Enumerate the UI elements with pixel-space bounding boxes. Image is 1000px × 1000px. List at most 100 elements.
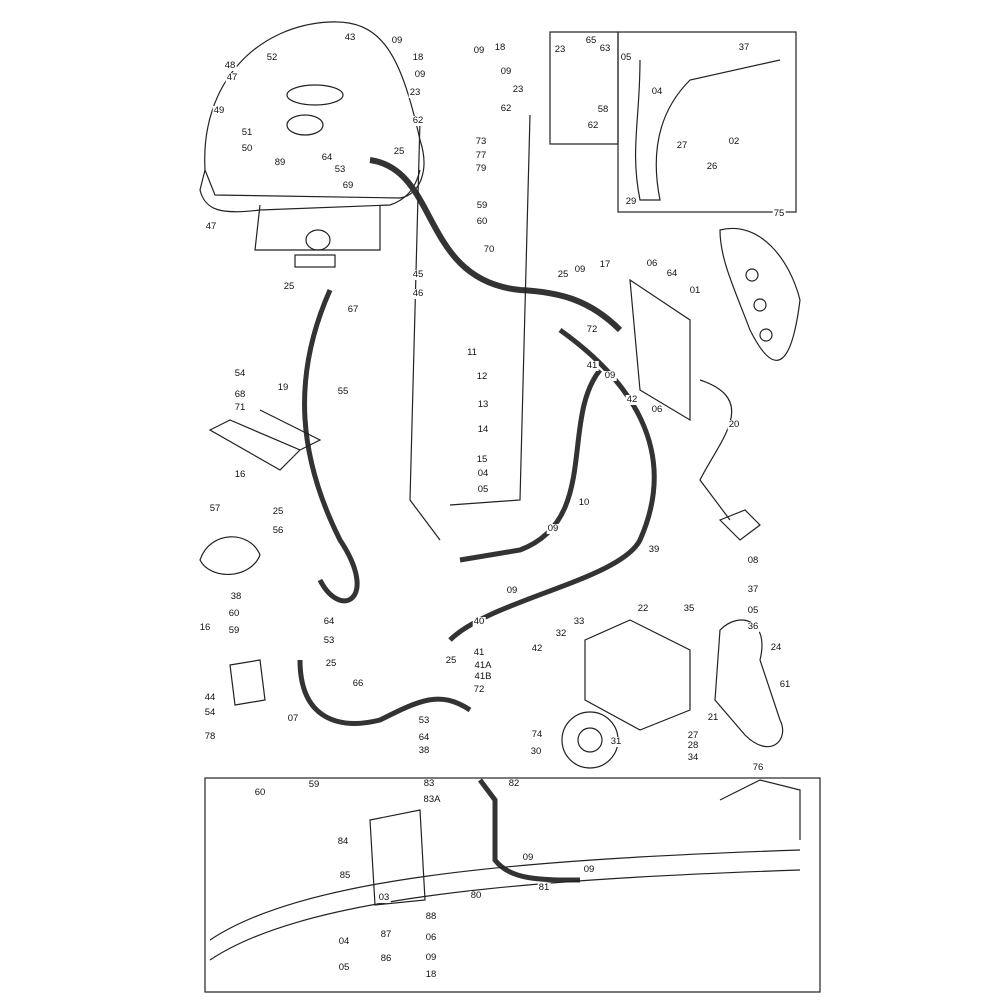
- callout-part-68[interactable]: 68: [233, 389, 247, 400]
- callout-part-64[interactable]: 64: [322, 616, 336, 627]
- callout-part-25[interactable]: 25: [392, 146, 406, 157]
- callout-part-28[interactable]: 28: [686, 740, 700, 751]
- callout-part-50[interactable]: 50: [240, 143, 254, 154]
- callout-part-26[interactable]: 26: [705, 161, 719, 172]
- callout-part-08[interactable]: 08: [746, 555, 760, 566]
- callout-part-82[interactable]: 82: [507, 778, 521, 789]
- callout-part-07[interactable]: 07: [286, 713, 300, 724]
- callout-part-25[interactable]: 25: [324, 658, 338, 669]
- callout-part-01[interactable]: 01: [688, 285, 702, 296]
- callout-part-84[interactable]: 84: [336, 836, 350, 847]
- callout-part-02[interactable]: 02: [727, 136, 741, 147]
- callout-part-23[interactable]: 23: [553, 44, 567, 55]
- callout-part-05[interactable]: 05: [619, 52, 633, 63]
- callout-part-22[interactable]: 22: [636, 603, 650, 614]
- callout-part-60[interactable]: 60: [227, 608, 241, 619]
- callout-part-61[interactable]: 61: [778, 679, 792, 690]
- callout-part-41[interactable]: 41: [585, 360, 599, 371]
- callout-part-49[interactable]: 49: [212, 105, 226, 116]
- callout-part-21[interactable]: 21: [706, 712, 720, 723]
- callout-part-23[interactable]: 23: [408, 87, 422, 98]
- callout-part-38[interactable]: 38: [229, 591, 243, 602]
- callout-part-80[interactable]: 80: [469, 890, 483, 901]
- callout-part-66[interactable]: 66: [351, 678, 365, 689]
- callout-part-36[interactable]: 36: [746, 621, 760, 632]
- callout-part-04[interactable]: 04: [337, 936, 351, 947]
- callout-part-42[interactable]: 42: [625, 394, 639, 405]
- callout-part-48[interactable]: 48: [223, 60, 237, 71]
- callout-part-87[interactable]: 87: [379, 929, 393, 940]
- callout-part-09[interactable]: 09: [472, 45, 486, 56]
- callout-part-77[interactable]: 77: [474, 150, 488, 161]
- callout-part-13[interactable]: 13: [476, 399, 490, 410]
- callout-part-19[interactable]: 19: [276, 382, 290, 393]
- callout-part-11[interactable]: 11: [466, 347, 478, 358]
- callout-part-04[interactable]: 04: [650, 86, 664, 97]
- callout-part-81[interactable]: 81: [537, 882, 551, 893]
- callout-part-34[interactable]: 34: [686, 752, 700, 763]
- callout-part-39[interactable]: 39: [647, 544, 661, 555]
- callout-part-88[interactable]: 88: [424, 911, 438, 922]
- callout-part-16[interactable]: 16: [198, 622, 212, 633]
- callout-part-24[interactable]: 24: [769, 642, 783, 653]
- callout-part-59[interactable]: 59: [475, 200, 489, 211]
- callout-part-43[interactable]: 43: [343, 32, 357, 43]
- callout-part-38[interactable]: 38: [417, 745, 431, 756]
- callout-part-52[interactable]: 52: [265, 52, 279, 63]
- callout-part-53[interactable]: 53: [322, 635, 336, 646]
- callout-part-09[interactable]: 09: [390, 35, 404, 46]
- callout-part-74[interactable]: 74: [530, 729, 544, 740]
- callout-part-83A[interactable]: 83A: [422, 794, 442, 805]
- callout-part-05[interactable]: 05: [337, 962, 351, 973]
- callout-part-14[interactable]: 14: [476, 424, 490, 435]
- callout-part-33[interactable]: 33: [572, 616, 586, 627]
- callout-part-05[interactable]: 05: [746, 605, 760, 616]
- callout-part-64[interactable]: 64: [417, 732, 431, 743]
- callout-part-25[interactable]: 25: [556, 269, 570, 280]
- callout-part-47[interactable]: 47: [204, 221, 218, 232]
- callout-part-27[interactable]: 27: [675, 140, 689, 151]
- callout-part-12[interactable]: 12: [475, 371, 489, 382]
- callout-part-72[interactable]: 72: [472, 684, 486, 695]
- callout-part-69[interactable]: 69: [341, 180, 355, 191]
- callout-part-25[interactable]: 25: [282, 281, 296, 292]
- callout-part-71[interactable]: 71: [233, 402, 247, 413]
- callout-part-06[interactable]: 06: [650, 404, 664, 415]
- callout-part-09[interactable]: 09: [521, 852, 535, 863]
- callout-part-62[interactable]: 62: [499, 103, 513, 114]
- callout-part-18[interactable]: 18: [424, 969, 438, 980]
- callout-part-60[interactable]: 60: [253, 787, 267, 798]
- callout-part-76[interactable]: 76: [751, 762, 765, 773]
- callout-part-47[interactable]: 47: [225, 72, 239, 83]
- callout-part-62[interactable]: 62: [411, 115, 425, 126]
- callout-part-31[interactable]: 31: [609, 736, 623, 747]
- callout-part-15[interactable]: 15: [475, 454, 489, 465]
- callout-part-89[interactable]: 89: [273, 157, 287, 168]
- callout-part-58[interactable]: 58: [596, 104, 610, 115]
- callout-part-25[interactable]: 25: [444, 655, 458, 666]
- callout-part-67[interactable]: 67: [346, 304, 360, 315]
- callout-part-25[interactable]: 25: [271, 506, 285, 517]
- callout-part-18[interactable]: 18: [493, 42, 507, 53]
- callout-part-09[interactable]: 09: [582, 864, 596, 875]
- callout-part-63[interactable]: 63: [598, 43, 612, 54]
- callout-part-29[interactable]: 29: [624, 196, 638, 207]
- callout-part-32[interactable]: 32: [554, 628, 568, 639]
- callout-part-56[interactable]: 56: [271, 525, 285, 536]
- callout-part-45[interactable]: 45: [411, 269, 425, 280]
- callout-part-09[interactable]: 09: [505, 585, 519, 596]
- callout-part-64[interactable]: 64: [665, 268, 679, 279]
- callout-part-46[interactable]: 46: [411, 288, 425, 299]
- callout-part-79[interactable]: 79: [474, 163, 488, 174]
- callout-part-59[interactable]: 59: [307, 779, 321, 790]
- callout-part-27[interactable]: 27: [686, 730, 700, 741]
- callout-part-59[interactable]: 59: [227, 625, 241, 636]
- callout-part-09[interactable]: 09: [499, 66, 513, 77]
- callout-part-09[interactable]: 09: [573, 264, 587, 275]
- callout-part-65[interactable]: 65: [584, 35, 598, 46]
- callout-part-54[interactable]: 54: [233, 368, 247, 379]
- callout-part-41B[interactable]: 41B: [473, 671, 493, 682]
- callout-part-85[interactable]: 85: [338, 870, 352, 881]
- callout-part-54[interactable]: 54: [203, 707, 217, 718]
- callout-part-20[interactable]: 20: [727, 419, 741, 430]
